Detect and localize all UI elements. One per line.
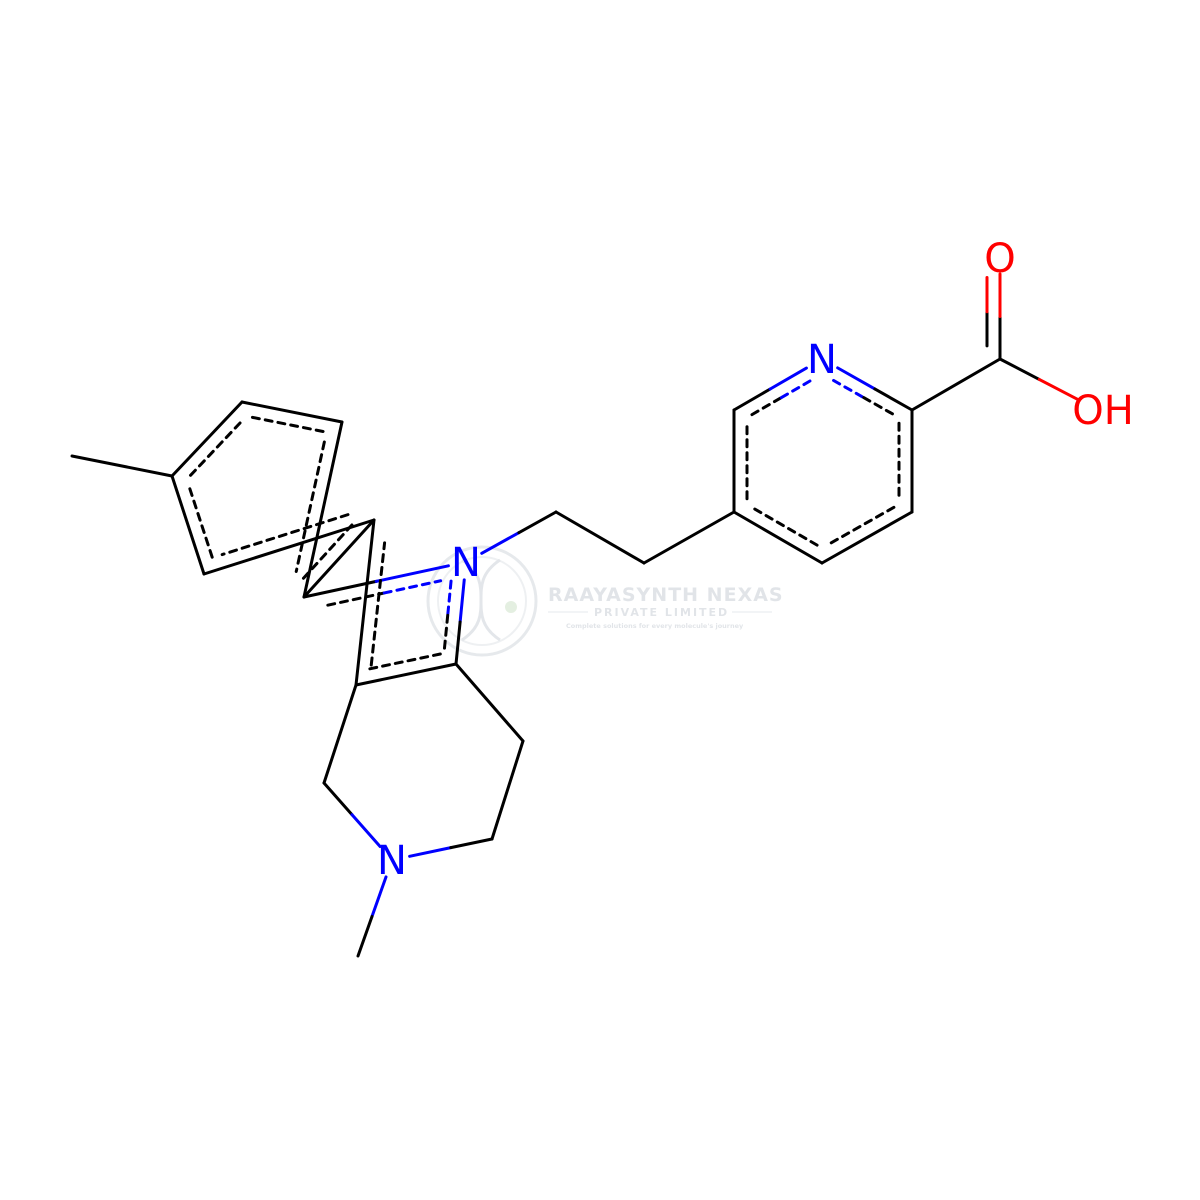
atom-label-n9: N xyxy=(451,540,481,586)
bond-p2-cc xyxy=(910,357,1002,412)
bond-c4-c4a xyxy=(302,420,344,599)
bond-p6-pn xyxy=(768,366,808,391)
bond-c4a-c9a-inner xyxy=(301,519,357,580)
watermark-tagline: Complete solutions for every molecule's … xyxy=(566,622,744,630)
bond-c1-n2 xyxy=(322,781,354,817)
bond-c3b-c4b xyxy=(354,662,458,687)
bond-cc-oh xyxy=(1037,377,1080,402)
watermark-dot-icon xyxy=(505,601,517,613)
bond-pn-p2 xyxy=(836,366,877,391)
bond-n9-ch2a xyxy=(517,510,558,535)
watermark-helix-icon xyxy=(461,558,501,642)
bond-n9-c3b-inner xyxy=(446,579,453,617)
bond-c8-c6 xyxy=(170,474,206,576)
atom-labels-layer: N N N O OH xyxy=(377,236,1134,884)
bonds-layer xyxy=(70,272,1080,958)
bond-c4b-c1 xyxy=(322,683,358,785)
bond-p3-p4-inner xyxy=(825,505,896,547)
bond-p4-p5-inner xyxy=(750,505,819,547)
bond-cc-oh xyxy=(998,357,1041,381)
bond-c3c-c3b xyxy=(454,662,525,743)
bond-ch2b-p5 xyxy=(642,510,736,565)
atom-label-n2: N xyxy=(377,838,407,884)
watermark-logo-inner xyxy=(437,556,527,646)
bond-c5-c4-inner xyxy=(250,415,328,434)
bond-c4a-n9-inner xyxy=(326,591,386,607)
bond-c4a-n9 xyxy=(374,564,450,583)
bond-c4a-n9 xyxy=(302,579,378,599)
bond-p3-p4 xyxy=(820,510,914,565)
watermark-subtitle: PRIVATE LIMITED xyxy=(594,606,729,619)
bond-n2-c3 xyxy=(408,846,453,858)
bond-pn-p2-inner xyxy=(832,378,866,400)
bond-p4-p5 xyxy=(732,510,824,565)
bond-pn-p2-inner xyxy=(862,396,896,417)
bond-p6-pn-inner xyxy=(779,378,813,400)
bond-p6-pn xyxy=(732,387,772,412)
bond-n2-c3 xyxy=(449,837,494,850)
watermark: RAAYASYNTH NEXAS PRIVATE LIMITED Complet… xyxy=(426,545,784,657)
bond-c1-n2 xyxy=(350,813,382,849)
atom-label-od: O xyxy=(984,236,1015,282)
bond-c6-c5 xyxy=(170,400,244,478)
atom-label-oh: OH xyxy=(1072,388,1134,434)
bond-c9a-c8 xyxy=(202,518,376,576)
bond-c4b-c9a xyxy=(354,518,376,687)
bond-c4-c4a-inner xyxy=(294,440,326,573)
watermark-logo-ring xyxy=(426,545,538,657)
bond-n9-c3b xyxy=(458,578,466,624)
atom-label-pn: N xyxy=(807,337,837,383)
bond-c8-c6-inner xyxy=(187,483,214,559)
bond-n9-ch2a xyxy=(480,531,521,555)
watermark-title: RAAYASYNTH NEXAS xyxy=(548,584,784,606)
bond-c4a-c9a xyxy=(302,518,376,599)
bond-ch2a-ch2b xyxy=(554,510,646,565)
bond-pn-p2 xyxy=(873,387,914,412)
bond-p6-pn-inner xyxy=(750,396,783,417)
bond-c4a-n9-inner xyxy=(382,579,443,595)
bond-c3-c3c xyxy=(490,739,525,841)
bond-n2-men xyxy=(370,875,388,918)
bond-c9a-c8-inner xyxy=(220,513,350,557)
bond-n9-c3b-inner xyxy=(442,613,450,651)
bond-c6-c5-inner xyxy=(189,419,244,477)
bond-c4b-c9a-inner xyxy=(369,541,387,667)
bond-n2-men xyxy=(356,914,374,958)
bond-n9-c3b xyxy=(454,620,462,666)
bond-me6-c6 xyxy=(70,454,174,478)
bond-c5-c4 xyxy=(240,400,344,424)
bond-c3b-c4b-inner xyxy=(364,652,442,672)
